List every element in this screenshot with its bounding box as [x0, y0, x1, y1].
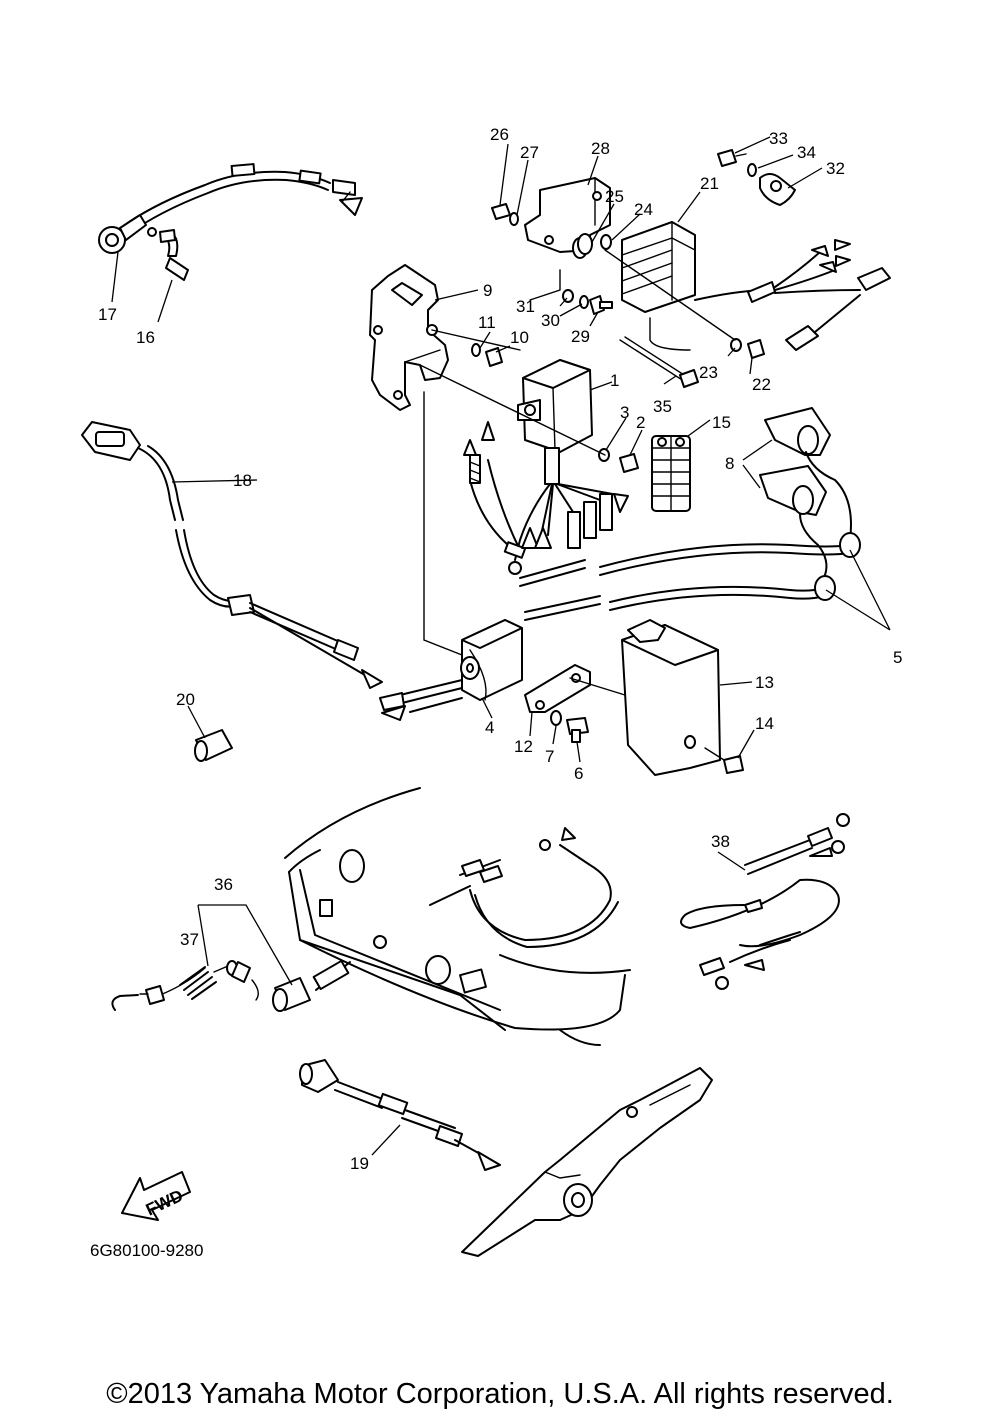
- part-36-switch: [272, 977, 311, 1012]
- callout-30: 30: [541, 311, 560, 330]
- callout-9: 9: [483, 281, 492, 300]
- callout-11: 11: [478, 313, 496, 332]
- callout-15: 15: [712, 413, 731, 432]
- part-8-plug-caps: [759, 407, 852, 576]
- callout-27: 27: [520, 143, 539, 162]
- part-26-nut: [491, 203, 511, 220]
- callout-37: 37: [180, 930, 199, 949]
- callout-23: 23: [699, 363, 718, 382]
- callout-24: 24: [634, 200, 653, 219]
- callout-38: 38: [711, 832, 730, 851]
- callout-31: 31: [516, 297, 535, 316]
- fwd-arrow-icon: FWD: [121, 1171, 191, 1221]
- steering-bracket: [461, 1067, 713, 1257]
- callout-1: 1: [610, 371, 619, 390]
- callout-4: 4: [485, 718, 494, 737]
- part-35-cable-tie: [619, 336, 699, 388]
- part-16-switch: [147, 227, 189, 281]
- part-1-cdi-unit: [517, 359, 593, 485]
- callout-14: 14: [755, 714, 774, 733]
- part-19-sensor-cable: [299, 1059, 501, 1171]
- part-14-screw: [704, 747, 744, 774]
- part-23-washer: [730, 338, 742, 352]
- part-10-bolt: [485, 347, 503, 367]
- part-4-ignition-coil: [379, 619, 523, 721]
- callout-5: 5: [893, 648, 902, 667]
- part-29-bolt: [589, 295, 613, 315]
- copyright-notice: ©2013 Yamaha Motor Corporation, U.S.A. A…: [106, 1378, 894, 1410]
- callout-10: 10: [510, 328, 529, 347]
- callout-26: 26: [490, 125, 509, 144]
- part-17-cable: [98, 163, 363, 254]
- lower-cowling: [284, 787, 631, 1046]
- part-7-washer: [550, 710, 562, 726]
- callout-20: 20: [176, 690, 195, 709]
- part-32-clamp: [759, 173, 796, 206]
- callout-3: 3: [620, 403, 629, 422]
- part-15-terminal-block: [651, 435, 691, 512]
- part-27-washer: [509, 212, 519, 226]
- part-25-grommet: [572, 233, 593, 259]
- part-20-sleeve: [194, 729, 233, 762]
- callout-25: 25: [605, 187, 624, 206]
- part-12-bracket: [524, 664, 591, 713]
- callout-12: 12: [514, 737, 533, 756]
- part-21-rectifier: [621, 221, 696, 351]
- callout-19: 19: [350, 1154, 369, 1173]
- callout-21: 21: [700, 174, 719, 193]
- part-11-washer: [471, 343, 481, 357]
- callout-labels: 1 2 3 4 5 6 7 8 9 10 11 12 13 14 15 16 1…: [98, 125, 902, 1173]
- leader-lines: [111, 136, 891, 1156]
- callout-34: 34: [797, 143, 816, 162]
- callout-8: 8: [725, 454, 734, 473]
- part-30-washer: [579, 295, 589, 309]
- part-38-lead-wire: [680, 813, 850, 990]
- callout-7: 7: [545, 747, 554, 766]
- part-22-bolt: [747, 339, 765, 359]
- part-34-washer: [747, 163, 757, 177]
- part-18-cable: [81, 421, 383, 689]
- callout-28: 28: [591, 139, 610, 158]
- part-24-washer: [600, 234, 612, 250]
- part-37-lanyard: [111, 960, 259, 1011]
- part-33-bolt: [717, 149, 747, 167]
- part-6-bolt: [566, 717, 589, 743]
- callout-2: 2: [636, 413, 645, 432]
- part-5-ht-cords: [519, 532, 861, 621]
- callout-13: 13: [755, 673, 774, 692]
- assembly-lines: [419, 249, 736, 696]
- part-13-cover: [621, 619, 721, 776]
- callout-17: 17: [98, 305, 117, 324]
- callout-16: 16: [136, 328, 155, 347]
- callout-18: 18: [233, 471, 252, 490]
- part-28-bracket: [524, 177, 611, 253]
- callout-6: 6: [574, 764, 583, 783]
- diagram-code: 6G80100-9280: [90, 1241, 203, 1260]
- part-1-wire-harness: [463, 421, 629, 575]
- callout-29: 29: [571, 327, 590, 346]
- callout-33: 33: [769, 129, 788, 148]
- callout-36: 36: [214, 875, 233, 894]
- callout-32: 32: [826, 159, 845, 178]
- part-2-bolt: [619, 453, 639, 473]
- cowling-wires: [312, 827, 619, 991]
- callout-22: 22: [752, 375, 771, 394]
- callout-35: 35: [653, 397, 672, 416]
- part-21-wiring: [694, 239, 891, 351]
- part-9-bracket: [369, 264, 449, 411]
